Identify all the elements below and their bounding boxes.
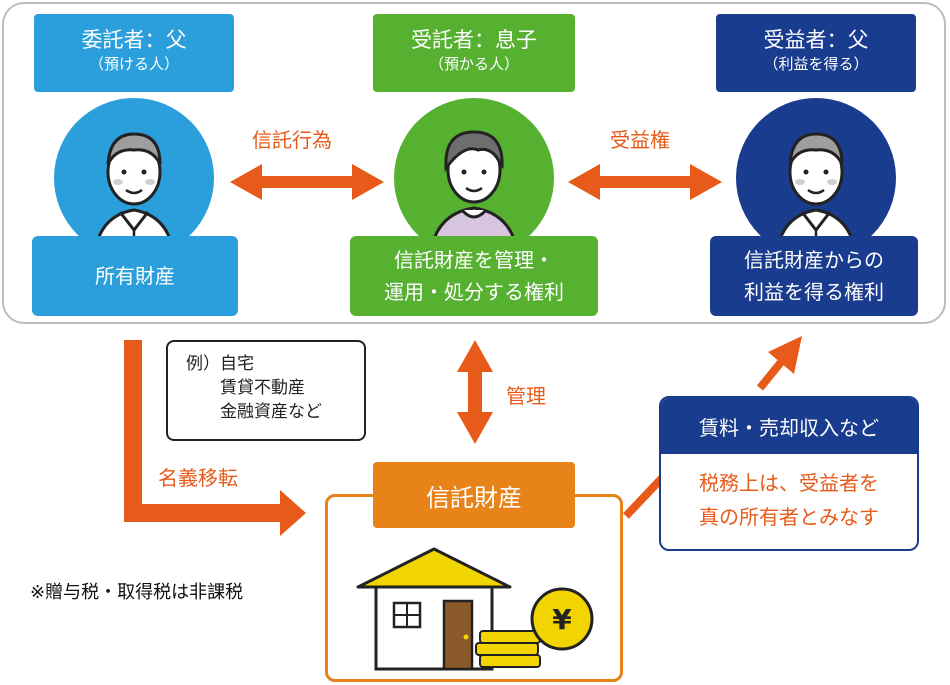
beneficiary-right-line2: 利益を得る権利 — [744, 280, 884, 304]
income-line-2: 真の所有者とみなす — [699, 505, 879, 529]
trust-act-label: 信託行為 — [252, 128, 332, 152]
management-label: 管理 — [506, 384, 546, 408]
settlor-avatar — [54, 98, 214, 258]
yen-coin-symbol: ¥ — [552, 603, 572, 636]
trust-property-frame: ¥ — [325, 494, 623, 682]
settlor-asset-box: 所有財産 — [32, 236, 238, 316]
income-flow-arrow — [623, 336, 802, 519]
beneficiary-right-box: 信託財産からの 利益を得る権利 — [710, 236, 918, 316]
income-body: 税務上は、受益者を 真の所有者とみなす — [661, 466, 917, 534]
trustee-right-line2: 運用・処分する権利 — [384, 280, 564, 304]
example-line-3: 金融資産など — [220, 402, 322, 422]
beneficiary-avatar — [736, 98, 896, 258]
trustee-title: 受託者：息子 — [411, 28, 537, 52]
example-line-1: 例）自宅 — [186, 354, 254, 374]
title-transfer-label: 名義移転 — [158, 466, 238, 490]
settlor-subtitle: （預ける人） — [88, 55, 179, 73]
beneficiary-title: 受益者：父 — [763, 28, 869, 52]
beneficial-right-double-arrow — [568, 164, 722, 200]
beneficiary-header: 受益者：父 （利益を得る） — [716, 14, 916, 92]
trustee-subtitle: （預かる人） — [428, 55, 519, 73]
income-line-1: 税務上は、受益者を — [699, 471, 879, 495]
settlor-title: 委託者：父 — [81, 28, 187, 52]
trustee-header: 受託者：息子 （預かる人） — [373, 14, 575, 92]
management-double-arrow — [457, 340, 493, 444]
title-transfer-arrow — [124, 340, 306, 536]
house-and-coins-icon: ¥ — [356, 547, 594, 671]
trustee-right-box: 信託財産を管理・ 運用・処分する権利 — [350, 236, 598, 316]
trustee-right-line1: 信託財産を管理・ — [394, 248, 554, 272]
asset-examples-box: 例）自宅 賃貸不動産 金融資産など — [166, 340, 366, 441]
income-header: 賃料・売却収入など — [661, 398, 917, 454]
beneficiary-subtitle: （利益を得る） — [763, 55, 869, 73]
example-line-2: 賃貸不動産 — [220, 378, 305, 398]
beneficial-right-label: 受益権 — [610, 128, 670, 152]
settlor-header: 委託者：父 （預ける人） — [34, 14, 234, 92]
beneficiary-right-line1: 信託財産からの — [744, 248, 884, 272]
trust-act-double-arrow — [230, 164, 384, 200]
tax-note: ※贈与税・取得税は非課税 — [30, 582, 244, 603]
trust-property-title: 信託財産 — [373, 462, 575, 528]
settlor-asset-label: 所有財産 — [95, 264, 175, 288]
income-box: 賃料・売却収入など 税務上は、受益者を 真の所有者とみなす — [659, 396, 919, 551]
